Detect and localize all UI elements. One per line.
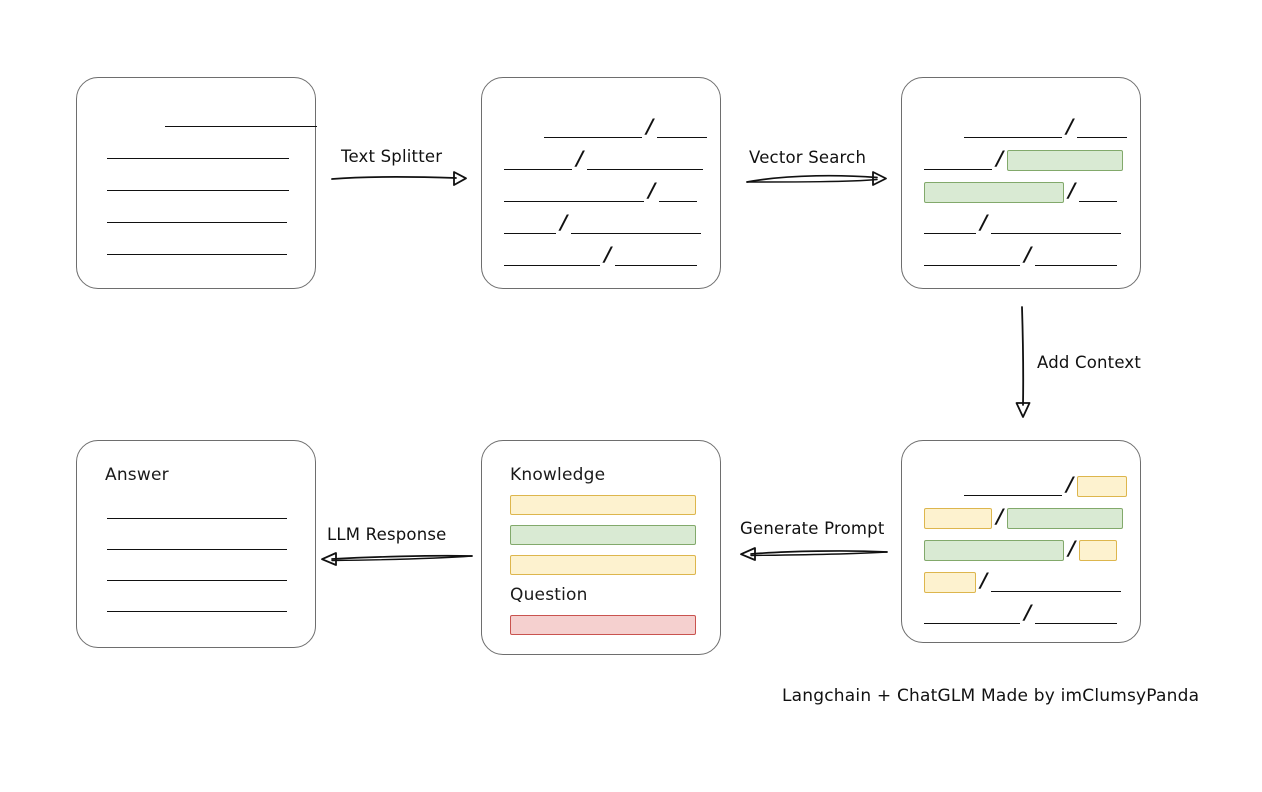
- split-document-card[interactable]: / / / / /: [481, 77, 721, 289]
- document-chunk-row: /: [544, 114, 708, 139]
- edge-label-text-splitter: Text Splitter: [341, 147, 443, 166]
- chunk-text-line: [924, 604, 1020, 624]
- chunk-text-line: [615, 246, 698, 266]
- document-chunk-row: /: [504, 242, 698, 267]
- chunk-separator-slash: /: [576, 146, 584, 170]
- chunk-separator-slash: /: [996, 504, 1004, 528]
- chunk-text-line: [1079, 182, 1118, 202]
- searched-document-card[interactable]: / / / / /: [901, 77, 1141, 289]
- document-chunk-row: /: [924, 242, 1118, 267]
- document-line: [107, 549, 287, 550]
- edge-label-vector-search: Vector Search: [749, 148, 867, 167]
- question-bar-red[interactable]: [510, 615, 696, 635]
- highlighted-chunk-green[interactable]: [1007, 507, 1124, 529]
- chunk-text-line: [991, 214, 1122, 234]
- chunk-text-line: [544, 118, 642, 138]
- chunk-separator-slash: /: [980, 210, 988, 234]
- document-chunk-row: /: [924, 600, 1118, 625]
- chunk-separator-slash: /: [1066, 114, 1074, 138]
- highlighted-chunk-yellow[interactable]: [924, 571, 976, 593]
- question-label: Question: [510, 585, 588, 605]
- chunk-separator-slash: /: [648, 178, 656, 202]
- answer-title: Answer: [105, 465, 169, 485]
- highlighted-chunk-green[interactable]: [924, 181, 1064, 203]
- chunk-text-line: [924, 214, 976, 234]
- edge-label-llm-response: LLM Response: [327, 525, 447, 544]
- document-line: [107, 222, 287, 223]
- document-line: [165, 126, 317, 127]
- document-chunk-row: /: [504, 146, 704, 171]
- chunk-text-line: [1077, 118, 1128, 138]
- arrow-add-context: [1015, 306, 1031, 418]
- document-line: [107, 580, 287, 581]
- chunk-separator-slash: /: [1068, 178, 1076, 202]
- chunk-text-line: [659, 182, 698, 202]
- answer-card[interactable]: Answer: [76, 440, 316, 648]
- highlighted-chunk-yellow[interactable]: [924, 507, 992, 529]
- document-chunk-row: /: [504, 178, 698, 203]
- chunk-text-line: [1035, 246, 1118, 266]
- chunk-text-line: [924, 246, 1020, 266]
- highlighted-chunk-yellow[interactable]: [1077, 475, 1128, 497]
- footer-credit: Langchain + ChatGLM Made by imClumsyPand…: [782, 686, 1200, 706]
- chunk-text-line: [587, 150, 704, 170]
- context-document-card[interactable]: / / / / /: [901, 440, 1141, 643]
- document-chunk-row: /: [924, 568, 1122, 593]
- chunk-text-line: [504, 246, 600, 266]
- document-line: [107, 158, 289, 159]
- document-chunk-row: /: [964, 472, 1128, 497]
- arrow-generate-prompt: [740, 547, 888, 561]
- chunk-separator-slash: /: [996, 146, 1004, 170]
- chunk-separator-slash: /: [646, 114, 654, 138]
- chunk-separator-slash: /: [1066, 472, 1074, 496]
- document-line: [107, 254, 287, 255]
- chunk-separator-slash: /: [604, 242, 612, 266]
- document-chunk-row: /: [924, 178, 1118, 203]
- document-chunk-row: /: [924, 146, 1124, 171]
- knowledge-bar-yellow[interactable]: [510, 555, 696, 575]
- document-chunk-row: /: [504, 210, 702, 235]
- chunk-text-line: [504, 182, 644, 202]
- prompt-card[interactable]: Knowledge Question: [481, 440, 721, 655]
- chunk-text-line: [924, 150, 992, 170]
- edge-label-add-context: Add Context: [1037, 353, 1142, 372]
- chunk-text-line: [1035, 604, 1118, 624]
- document-line: [107, 518, 287, 519]
- edge-label-generate-prompt: Generate Prompt: [740, 519, 885, 538]
- chunk-text-line: [964, 476, 1062, 496]
- document-chunk-row: /: [924, 504, 1124, 529]
- chunk-text-line: [504, 150, 572, 170]
- knowledge-bar-green[interactable]: [510, 525, 696, 545]
- highlighted-chunk-green[interactable]: [1007, 149, 1124, 171]
- knowledge-label: Knowledge: [510, 465, 606, 485]
- arrow-text-splitter: [331, 171, 467, 186]
- chunk-text-line: [964, 118, 1062, 138]
- chunk-separator-slash: /: [1068, 536, 1076, 560]
- arrow-vector-search: [746, 171, 887, 186]
- source-document-card[interactable]: [76, 77, 317, 289]
- document-line: [107, 190, 289, 191]
- highlighted-chunk-green[interactable]: [924, 539, 1064, 561]
- document-line: [107, 611, 287, 612]
- chunk-separator-slash: /: [1024, 600, 1032, 624]
- knowledge-bar-yellow[interactable]: [510, 495, 696, 515]
- document-chunk-row: /: [924, 210, 1122, 235]
- arrow-llm-response: [321, 552, 473, 566]
- chunk-text-line: [571, 214, 702, 234]
- chunk-separator-slash: /: [560, 210, 568, 234]
- chunk-text-line: [657, 118, 708, 138]
- chunk-separator-slash: /: [980, 568, 988, 592]
- chunk-text-line: [504, 214, 556, 234]
- chunk-text-line: [991, 572, 1122, 592]
- chunk-separator-slash: /: [1024, 242, 1032, 266]
- highlighted-chunk-yellow[interactable]: [1079, 539, 1118, 561]
- document-chunk-row: /: [964, 114, 1128, 139]
- document-chunk-row: /: [924, 536, 1118, 561]
